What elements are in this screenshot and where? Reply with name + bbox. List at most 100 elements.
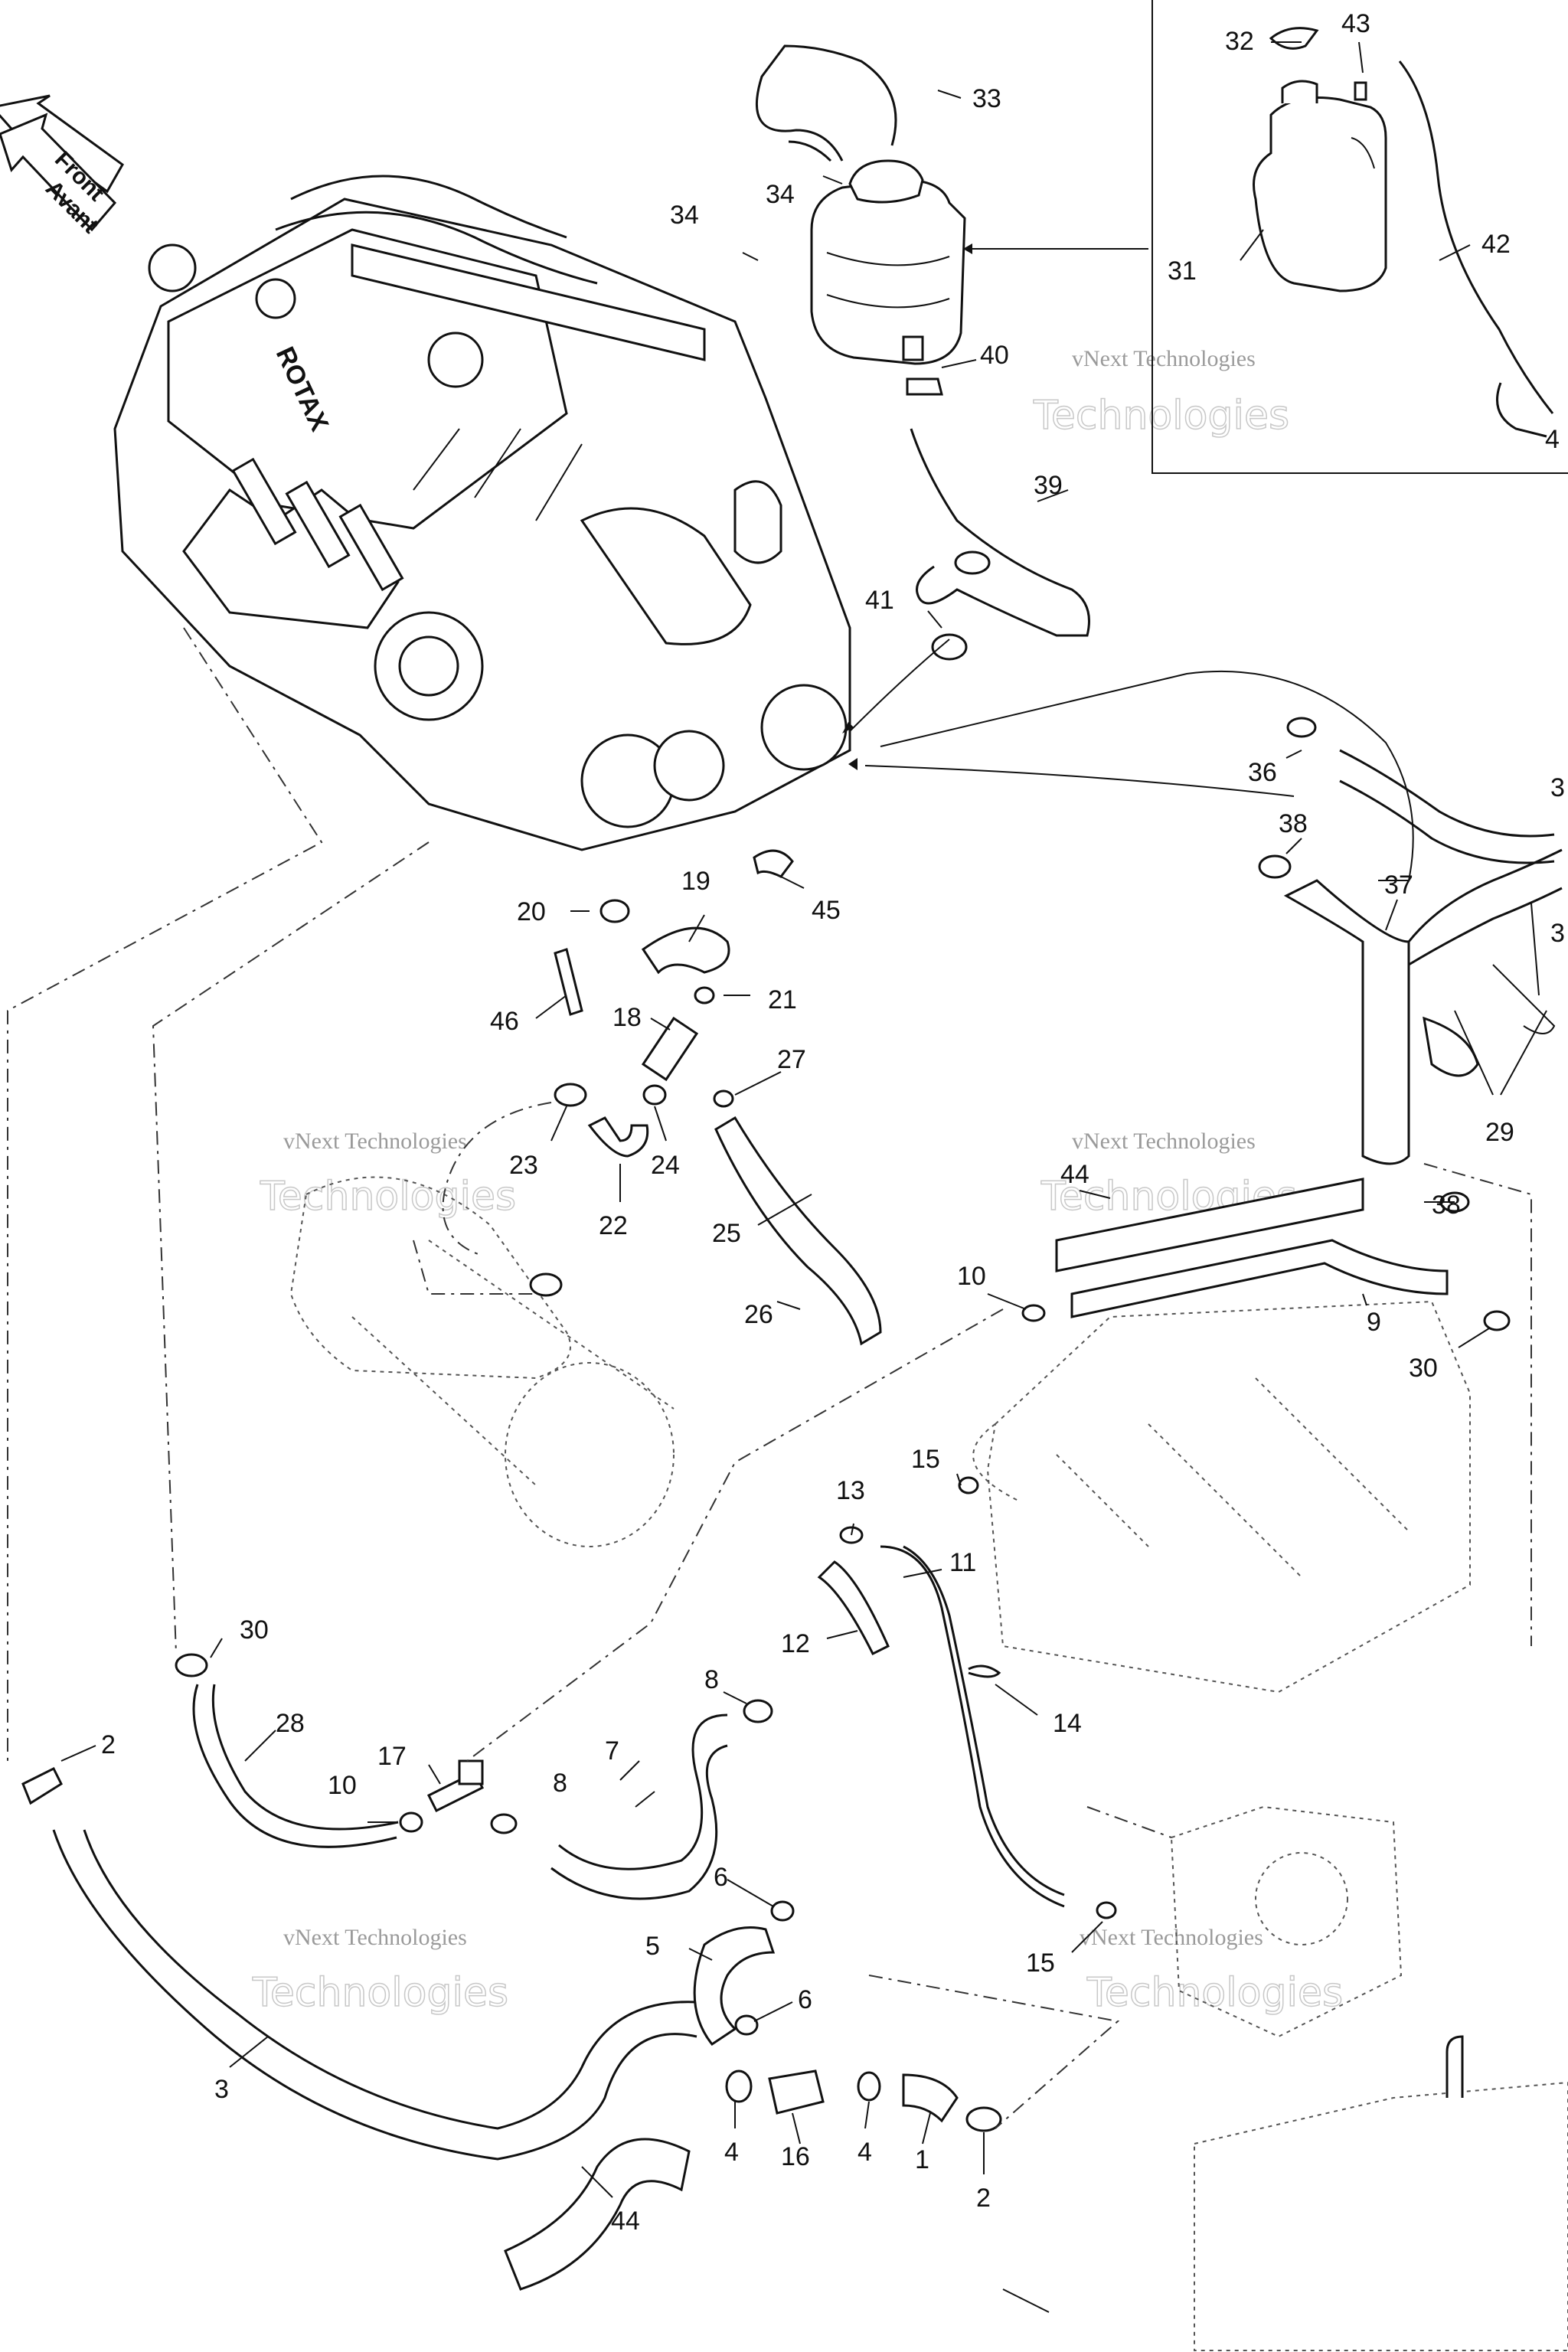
callout-46: 46 [490, 1007, 519, 1036]
hose-28 [192, 1684, 397, 1848]
callout-42: 42 [1481, 230, 1511, 259]
clamp-41 [931, 633, 968, 661]
callout-33: 33 [972, 84, 1001, 113]
callout-35: 3 [1550, 773, 1565, 802]
engine-block: ROTAX [113, 175, 851, 851]
callout-labels: 32 43 33 34 34 42 31 40 39 41 36 38 37 3… [101, 9, 1565, 2236]
hose-5 [693, 1926, 776, 2047]
callout-9: 9 [1367, 1308, 1381, 1337]
callout-leaders [60, 41, 1547, 2313]
callout-38: 38 [1279, 809, 1308, 838]
hose-44-upper [1055, 1178, 1364, 1272]
pump [1170, 1805, 1403, 2038]
hose-11 [880, 1545, 1065, 1908]
callout-4: 4 [724, 2138, 739, 2167]
ride-plate [1194, 2035, 1568, 2351]
callout-30: 30 [240, 1615, 269, 1645]
hose-33 [755, 44, 897, 162]
callout-25: 25 [712, 1219, 741, 1248]
watermark-text: vNext Technologies [1072, 1129, 1256, 1154]
callout-3: 3 [214, 2075, 229, 2104]
callout-12: 12 [781, 1629, 810, 1658]
callout-26: 26 [744, 1300, 773, 1329]
watermark-text: vNext Technologies [1080, 1925, 1263, 1950]
callout-14: 14 [1053, 1709, 1082, 1738]
callout-34: 34 [766, 180, 795, 209]
callout-21: 21 [768, 985, 797, 1014]
leader-arrows [842, 243, 1414, 881]
callout-45: 45 [812, 896, 841, 925]
watermark-text: Technologies [1033, 393, 1289, 439]
callout-16: 16 [781, 2142, 810, 2171]
callout-6: 6 [798, 1985, 812, 2014]
routing-lines [7, 627, 1532, 2129]
callout-2: 2 [101, 1730, 116, 1759]
callout-2: 2 [976, 2184, 991, 2213]
callout-38: 38 [1432, 1191, 1461, 1220]
callout-8: 8 [553, 1769, 567, 1798]
watermark-text: Technologies [260, 1174, 516, 1220]
callout-43: 43 [1341, 9, 1370, 38]
hose-19 [641, 926, 730, 975]
callout-15: 15 [911, 1445, 940, 1474]
callout-28: 28 [276, 1709, 305, 1738]
reservoir-inset [1152, 0, 1568, 474]
callout-31: 31 [1168, 256, 1197, 286]
watermark-text: vNext Technologies [1072, 346, 1256, 371]
callout-10: 10 [957, 1262, 986, 1291]
hose-9 [1070, 1239, 1449, 1318]
coolant-reservoir [810, 159, 966, 365]
intercooler [972, 1300, 1471, 1694]
callout-8: 8 [704, 1665, 719, 1694]
callout-22: 22 [599, 1211, 628, 1240]
callout-39: 39 [1034, 471, 1063, 500]
callout-4: 4 [858, 2138, 872, 2167]
callout-11: 11 [949, 1548, 976, 1577]
front-arrow-icon: Front Avant [0, 94, 124, 238]
callout-7: 7 [605, 1736, 619, 1766]
callout-18: 18 [612, 1003, 642, 1032]
callout-36: 36 [1248, 758, 1277, 787]
callout-34: 34 [670, 201, 699, 230]
callout-17: 17 [377, 1742, 407, 1771]
callout-1: 1 [915, 2145, 929, 2174]
callout-41: 41 [865, 586, 894, 615]
watermark-text: Technologies [252, 1970, 508, 2016]
hose-37 [1283, 879, 1410, 1165]
elbow-45 [753, 849, 794, 878]
hose-25 [714, 1116, 882, 1346]
watermark-text: vNext Technologies [283, 1925, 467, 1950]
elbow-22 [587, 1116, 649, 1158]
callout-32: 32 [1225, 27, 1254, 56]
callout-13: 13 [836, 1476, 865, 1505]
hose-36 [1339, 749, 1555, 838]
callout-5: 5 [645, 1932, 660, 1961]
watermark-text: Technologies [1086, 1970, 1343, 2016]
callout-35: 3 [1550, 919, 1565, 948]
callout-29: 29 [1485, 1118, 1514, 1147]
hose-3 [52, 1829, 697, 2161]
callout-10: 10 [328, 1771, 357, 1800]
hose-39 [910, 428, 1090, 637]
callout-30: 30 [1409, 1354, 1438, 1383]
hose-12 [817, 1560, 890, 1656]
callout-19: 19 [681, 867, 710, 896]
hose-7 [558, 1713, 728, 1870]
callout-20: 20 [517, 897, 546, 926]
callout-42b: 4 [1545, 425, 1560, 454]
tie-46 [554, 948, 583, 1016]
callout-23: 23 [509, 1151, 538, 1180]
callout-27: 27 [777, 1045, 806, 1074]
callout-6: 6 [714, 1863, 728, 1892]
tee-18 [641, 1016, 699, 1082]
callout-40: 40 [980, 341, 1009, 370]
callout-37: 37 [1384, 871, 1413, 900]
callout-24: 24 [651, 1151, 680, 1180]
hose-1 [902, 2073, 959, 2123]
hose-44-lower [504, 2138, 691, 2291]
callout-15: 15 [1026, 1949, 1055, 1978]
muffler [289, 1176, 675, 1547]
fitting-16 [768, 2069, 825, 2115]
